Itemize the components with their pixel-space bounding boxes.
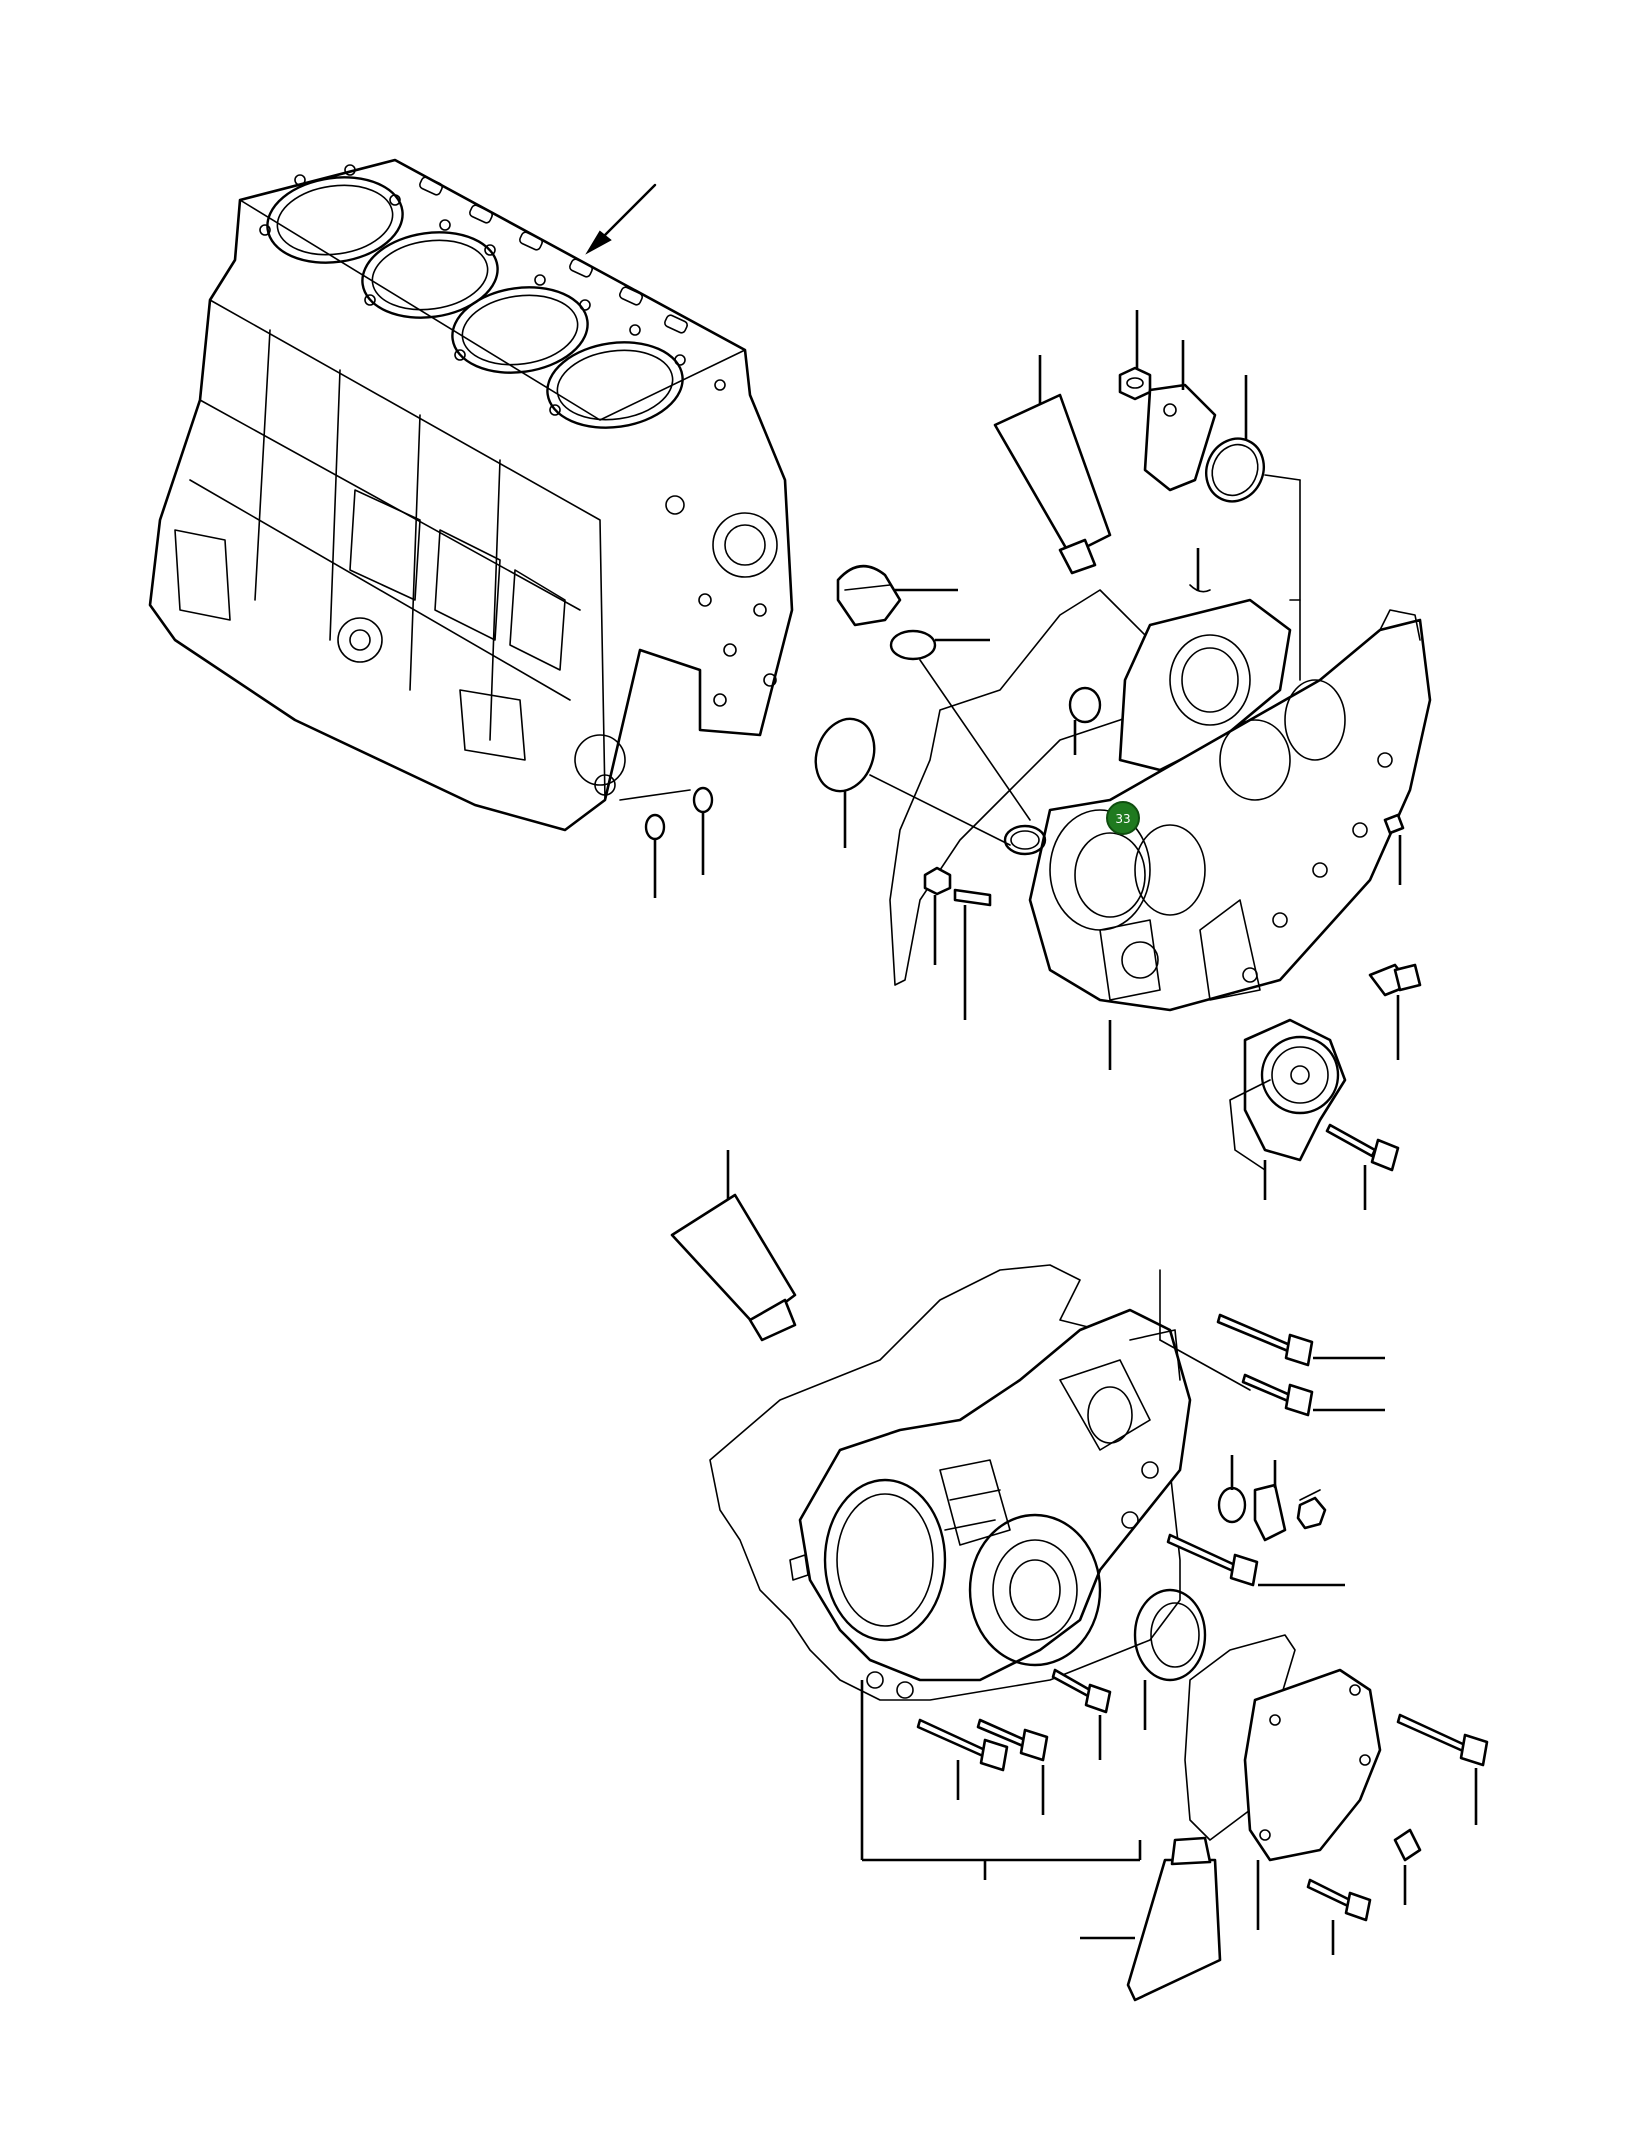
sealant-tube-middle[interactable] <box>670 1150 797 1342</box>
o-ring-small-left[interactable] <box>644 813 666 898</box>
sealant-tube-bottom[interactable] <box>1080 1836 1222 2002</box>
gear-case-housing[interactable] <box>1003 609 1432 1070</box>
end-cover-plate[interactable] <box>1243 1668 1382 1930</box>
pin-top[interactable] <box>1189 548 1211 593</box>
hex-nut-top[interactable] <box>1118 310 1152 401</box>
sealant-tube-upper[interactable] <box>993 355 1112 575</box>
o-ring-cover[interactable] <box>1196 375 1301 681</box>
flange-bolt-right[interactable] <box>1368 963 1422 1060</box>
dowel-pin-right[interactable] <box>1383 813 1405 885</box>
gear-case-lower[interactable] <box>789 1308 1192 1699</box>
hotspot-label: 33 <box>1115 812 1130 826</box>
bolt-bottom-1[interactable] <box>916 1718 1009 1800</box>
oil-pump-gear[interactable] <box>1229 1018 1347 1200</box>
bolt-short-3[interactable] <box>1306 1878 1372 1955</box>
bolt-short-1[interactable] <box>1051 1668 1112 1760</box>
o-ring-large[interactable] <box>806 711 1011 848</box>
timing-cover-gasket[interactable] <box>889 589 1201 986</box>
o-ring-filler[interactable] <box>889 629 1031 821</box>
hotspot-circle[interactable] <box>1106 801 1140 835</box>
o-ring-lower[interactable] <box>1217 1455 1247 1524</box>
engine-block[interactable] <box>148 158 794 832</box>
hex-nut-lower[interactable] <box>1296 1489 1327 1530</box>
small-plate-lower[interactable] <box>1253 1460 1287 1542</box>
bolt-long-2[interactable] <box>1241 1373 1385 1417</box>
bolt-long-1[interactable] <box>1216 1313 1385 1367</box>
filler-cap[interactable] <box>836 564 958 627</box>
bolt-short-2[interactable] <box>1393 1828 1422 1905</box>
o-ring-small-right[interactable] <box>619 786 714 875</box>
oil-seal[interactable] <box>1133 1588 1207 1730</box>
stud-bolt-left[interactable] <box>953 888 992 1020</box>
cover-plate[interactable] <box>1143 340 1217 492</box>
oil-pump-bolt[interactable] <box>1325 1123 1400 1210</box>
gear-case-gasket[interactable] <box>709 1264 1181 1701</box>
stud-nut-left[interactable] <box>923 866 952 965</box>
hotspot-marker-33[interactable]: 33 <box>1106 801 1140 835</box>
bolt-bottom-2[interactable] <box>976 1718 1049 1815</box>
bolt-long-4[interactable] <box>1396 1713 1489 1825</box>
assembly-bracket <box>860 1269 1251 1880</box>
bolt-long-3[interactable] <box>1166 1533 1345 1587</box>
direction-arrow <box>585 183 657 255</box>
